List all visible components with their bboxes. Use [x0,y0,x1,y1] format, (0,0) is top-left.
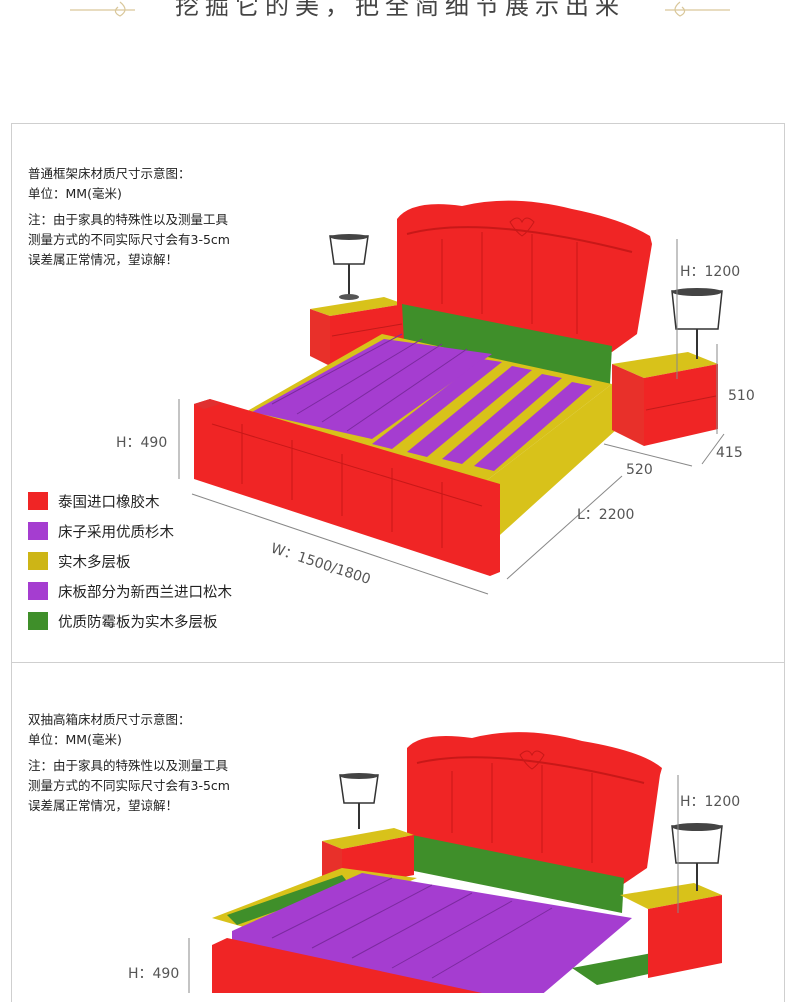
bed-slats [242,333,612,484]
left-lamp-icon [329,234,369,300]
note-line: 误差属正常情况，望谅解！ [28,252,179,267]
dim-length: L：2200 [577,507,634,523]
panel-frame-bed: H：1200 510 415 520 H：490 L：2200 W：1500/1… [11,123,785,663]
legend-label: 床板部分为新西兰进口松木 [58,584,232,601]
right-lamp-icon [671,288,723,359]
dim-nightstand-width: 520 [626,462,653,478]
side-rail [482,384,617,544]
panel-title: 普通框架床材质尺寸示意图： [28,166,191,181]
dim-side-height: H：490 [128,966,179,982]
dim-headboard-height: H：1200 [680,264,740,280]
legend-swatch-yellow [28,552,48,570]
legend-swatch-green [28,612,48,630]
right-lamp-icon [671,823,723,891]
footboard [212,938,482,993]
legend-label: 床子采用优质杉木 [58,524,174,541]
legend-item: 床子采用优质杉木 [28,516,232,546]
panel-unit: 单位：MM(毫米) [28,732,122,747]
note-line: 误差属正常情况，望谅解！ [28,798,179,813]
legend-swatch-red [28,492,48,510]
footboard [194,399,500,576]
panel-storage-bed: H：1200 H：490 双抽高箱床材质尺寸示意图： 单位：MM(毫米) 注：由… [11,662,785,1002]
page-title: 挖掘它的美，把全简细节展示出来 [175,0,625,20]
panel-title: 双抽高箱床材质尺寸示意图： [28,712,191,727]
panel-note: 双抽高箱床材质尺寸示意图： 单位：MM(毫米) 注：由于家具的特殊性以及测量工具… [28,710,230,816]
legend-label: 实木多层板 [58,554,131,571]
note-line: 测量方式的不同实际尺寸会有3-5cm [28,232,230,247]
legend-item: 实木多层板 [28,546,232,576]
dim-width: W：1500/1800 [269,541,373,588]
header-ornament [70,1,730,17]
storage-bed-diagram: H：1200 H：490 [128,732,740,993]
dim-headboard-height: H：1200 [680,794,740,810]
legend-swatch-purple [28,522,48,540]
note-line: 注：由于家具的特殊性以及测量工具 [28,212,229,227]
panel-unit: 单位：MM(毫米) [28,186,122,201]
legend-item: 床板部分为新西兰进口松木 [28,576,232,606]
legend-label: 优质防霉板为实木多层板 [58,614,218,631]
note-line: 测量方式的不同实际尺寸会有3-5cm [28,778,230,793]
legend-label: 泰国进口橡胶木 [58,494,160,511]
legend-swatch-purple [28,582,48,600]
dim-nightstand-height: 510 [728,388,755,404]
note-line: 注：由于家具的特殊性以及测量工具 [28,758,229,773]
right-nightstand [612,352,718,446]
legend-item: 优质防霉板为实木多层板 [28,606,232,636]
dim-side-height: H：490 [116,435,167,451]
panel-note: 普通框架床材质尺寸示意图： 单位：MM(毫米) 注：由于家具的特殊性以及测量工具… [28,164,230,270]
headboard [397,200,652,384]
headboard [407,732,662,913]
left-lamp-icon [339,773,379,829]
legend-item: 泰国进口橡胶木 [28,486,232,516]
dim-nightstand-depth: 415 [716,445,743,461]
frame-bed-diagram: H：1200 510 415 520 H：490 L：2200 W：1500/1… [116,200,755,595]
material-legend: 泰国进口橡胶木 床子采用优质杉木 实木多层板 床板部分为新西兰进口松木 优质防霉… [28,486,232,636]
dimension-lines [178,239,725,595]
header-strip: 挖掘它的美，把全简细节展示出来 [0,0,800,30]
